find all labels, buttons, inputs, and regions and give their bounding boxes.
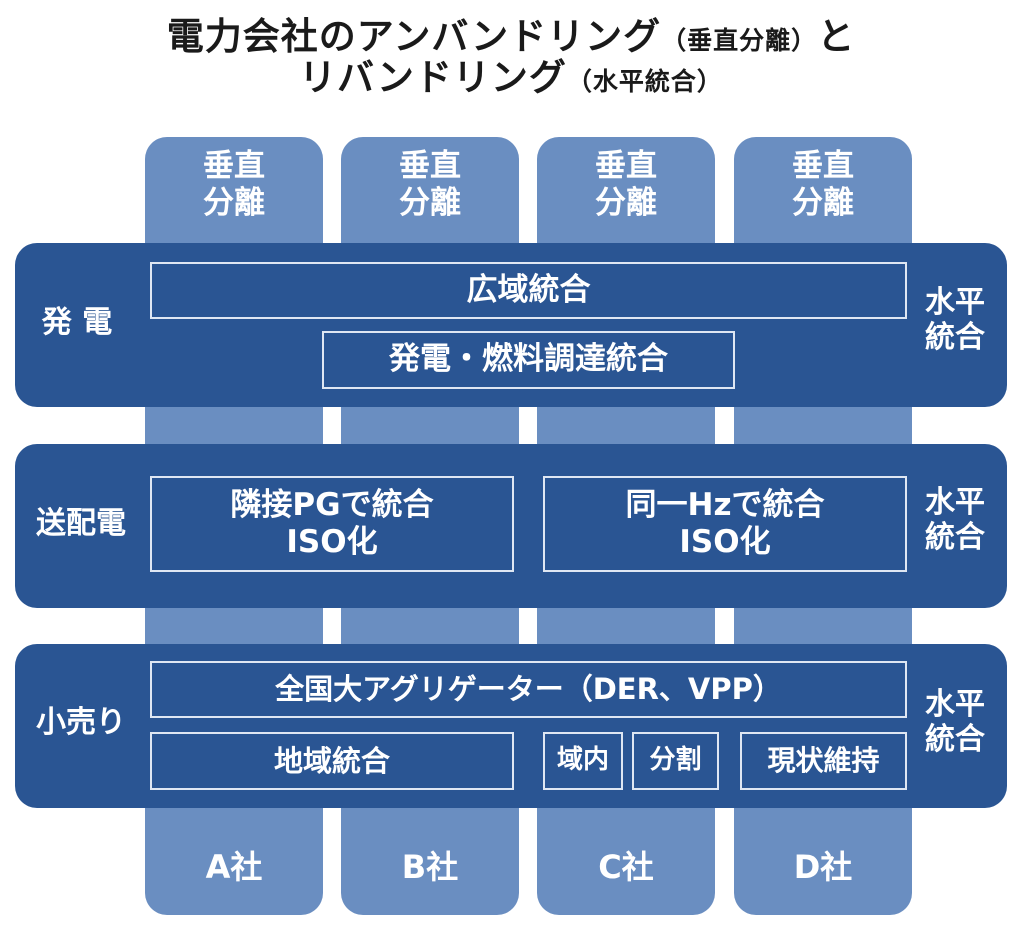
box-intra-region: 域内: [543, 732, 623, 790]
company-label-d: D社: [793, 848, 853, 886]
column-head-c: 垂直分離: [595, 148, 657, 221]
band-retail: [15, 644, 1007, 808]
band-right-generation: 水平統合: [925, 285, 985, 355]
title-line-2: リバンドリング（水平統合）: [299, 56, 723, 100]
column-head-d: 垂直分離: [792, 148, 854, 221]
company-label-a: A社: [205, 848, 263, 886]
band-right-transmission: 水平統合: [925, 485, 985, 555]
box-regional-integration: 地域統合: [150, 732, 514, 790]
box-generation-fuel-integration: 発電・燃料調達統合: [322, 331, 735, 389]
company-label-b: B社: [401, 848, 459, 886]
band-right-retail: 水平統合: [925, 687, 985, 757]
box-wide-area-integration: 広域統合: [150, 262, 907, 319]
diagram-title: 電力会社のアンバンドリング（垂直分離）と リバンドリング（水平統合）: [0, 16, 1022, 99]
title-line-1: 電力会社のアンバンドリング（垂直分離）と: [166, 15, 856, 58]
band-transmission: [15, 444, 1007, 608]
band-label-transmission: 送配電: [36, 506, 126, 541]
band-generation: [15, 243, 1007, 407]
column-head-b: 垂直分離: [399, 148, 461, 221]
company-label-c: C社: [598, 848, 654, 886]
column-head-a: 垂直分離: [203, 148, 265, 221]
band-label-retail: 小売り: [36, 705, 126, 740]
box-national-aggregator: 全国大アグリゲーター（DER、VPP）: [150, 661, 907, 718]
box-status-quo: 現状維持: [740, 732, 907, 790]
band-label-generation: 発 電: [41, 305, 113, 340]
box-split: 分割: [632, 732, 719, 790]
